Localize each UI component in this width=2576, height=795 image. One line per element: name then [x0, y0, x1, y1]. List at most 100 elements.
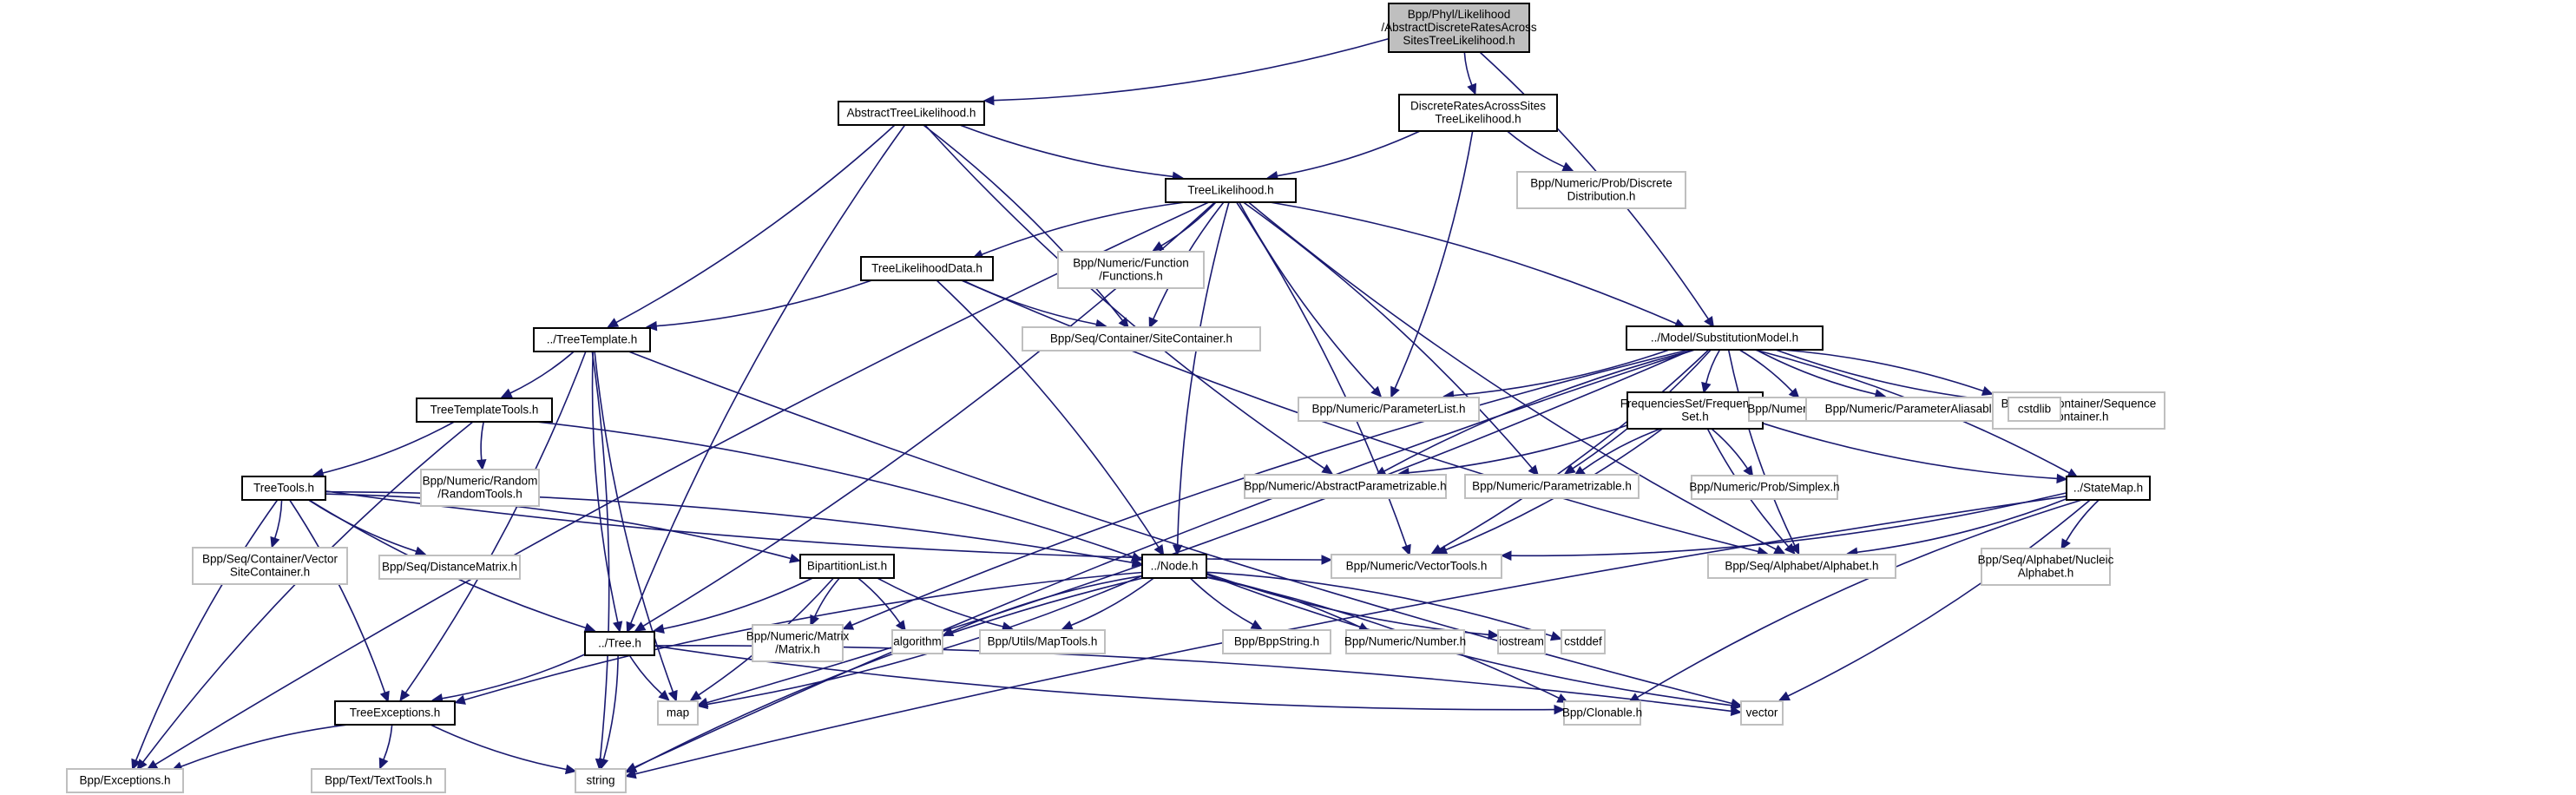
edge-ttools-to-vsc [270, 499, 283, 549]
node-label: SiteContainer.h [230, 566, 310, 579]
edge-ttools-to-exc [131, 499, 279, 771]
edge-atl-to-sc [923, 124, 1129, 329]
arrowhead-icon [626, 621, 636, 634]
node-tl[interactable]: TreeLikelihood.h [1165, 178, 1297, 203]
edge-line [1206, 571, 1553, 637]
arrowhead-icon [378, 757, 389, 770]
node-label: Alphabet.h [2018, 567, 2074, 580]
edge-line [430, 724, 567, 771]
node-tld[interactable]: TreeLikelihoodData.h [860, 256, 994, 281]
edge-line [1756, 349, 1876, 395]
edge-line [289, 499, 386, 693]
arrowhead-icon [842, 620, 855, 630]
node-box [1165, 178, 1297, 203]
node-box [1345, 629, 1465, 654]
edge-node-to-mt [1061, 577, 1154, 630]
node-label: TreeExceptions.h [350, 706, 441, 719]
edge-line [1439, 349, 1710, 550]
arrowhead-icon [1250, 620, 1263, 630]
node-box [1981, 548, 2111, 586]
edge-tl-to-sm [1270, 201, 1686, 328]
edge-line [307, 499, 417, 553]
node-label: Bpp/Numeric/ParameterList.h [1311, 403, 1465, 416]
node-label: Set.h [1681, 411, 1709, 424]
edge-line [1070, 577, 1154, 627]
arrowhead-icon [131, 758, 141, 771]
arrowhead-icon [1370, 385, 1383, 398]
arrowhead-icon [653, 623, 665, 634]
node-label: ../TreeTemplate.h [547, 333, 638, 346]
edge-line [1506, 130, 1565, 168]
edge-tl-to-pz [1243, 201, 1540, 476]
node-clon: Bpp/Clonable.h [1562, 700, 1642, 726]
node-vt: Bpp/Numeric/VectorTools.h [1331, 554, 1502, 579]
edge-line [1239, 201, 1376, 391]
node-pz: Bpp/Numeric/Parametrizable.h [1464, 474, 1640, 499]
edge-line [1243, 201, 1533, 470]
arrowhead-icon [646, 320, 658, 332]
arrowhead-icon [658, 689, 670, 701]
edge-drast-to-tl [1266, 130, 1421, 181]
node-label: /AbstractDiscreteRatesAcross [1381, 21, 1537, 34]
node-box [1331, 554, 1502, 579]
node-root[interactable]: Bpp/Phyl/Likelihood/AbstractDiscreteRate… [1381, 3, 1537, 53]
node-box [1022, 326, 1261, 352]
node-fs[interactable]: FrequenciesSet/FrequenciesSet.h [1620, 391, 1771, 430]
edge-line [634, 349, 1695, 768]
edge-ttools-to-bl [325, 493, 801, 563]
edge-line [634, 577, 1144, 769]
edge-line [1206, 572, 1489, 636]
node-box [1707, 554, 1896, 579]
node-tt[interactable]: ../TreeTemplate.h [533, 327, 651, 352]
edge-line [656, 279, 872, 327]
node-label: Bpp/Numeric/Parametrizable.h [1472, 480, 1632, 493]
node-ios: iostream [1497, 629, 1546, 654]
node-pl: Bpp/Numeric/ParameterList.h [1298, 397, 1480, 422]
arrowhead-icon [1549, 631, 1562, 641]
node-label: iostream [1499, 635, 1544, 648]
node-box [1141, 554, 1207, 579]
node-label: ../StateMap.h [2073, 482, 2143, 495]
node-sm[interactable]: ../Model/SubstitutionModel.h [1626, 325, 1824, 351]
node-box [1497, 629, 1546, 654]
edge-node-to-cstddef [1206, 571, 1562, 641]
arrowhead-icon [1118, 317, 1129, 329]
node-ttt[interactable]: TreeTemplateTools.h [416, 398, 553, 423]
node-atl[interactable]: AbstractTreeLikelihood.h [838, 101, 985, 126]
node-ttools[interactable]: TreeTools.h [241, 476, 326, 501]
node-node[interactable]: ../Node.h [1141, 554, 1207, 579]
node-box [1244, 474, 1447, 499]
arrowhead-icon [1981, 385, 1994, 396]
edge-node-to-te [454, 571, 1143, 705]
node-algo: algorithm [891, 629, 943, 654]
node-bl[interactable]: BipartitionList.h [799, 554, 895, 579]
edge-line [480, 421, 484, 461]
edge-line [924, 124, 1325, 470]
arrowhead-icon [634, 621, 647, 632]
edge-tree-to-map [628, 654, 670, 701]
edge-line [1463, 51, 1473, 86]
node-label: Bpp/Numeric/Number.h [1344, 635, 1466, 648]
node-box [334, 700, 456, 726]
node-fn: Bpp/Numeric/Function/Functions.h [1057, 251, 1205, 289]
arrowhead-icon [379, 690, 390, 703]
edge-line [591, 351, 610, 760]
node-smap[interactable]: ../StateMap.h [2066, 476, 2151, 501]
node-box [1561, 629, 1606, 654]
node-box [1464, 474, 1640, 499]
edge-line [858, 577, 901, 624]
node-box [311, 768, 446, 793]
node-mx: Bpp/Numeric/Matrix/Matrix.h [746, 624, 850, 662]
edge-line [1408, 424, 1628, 474]
node-tree[interactable]: ../Tree.h [584, 631, 655, 656]
edge-fs-to-smap [1762, 422, 2068, 484]
arrowhead-icon [1773, 544, 1786, 555]
node-label: DiscreteRatesAcrossSites [1410, 100, 1546, 113]
node-box [416, 398, 553, 423]
edge-tree-to-clon [654, 645, 1566, 715]
node-alpha: Bpp/Seq/Alphabet/Alphabet.h [1707, 554, 1896, 579]
node-te[interactable]: TreeExceptions.h [334, 700, 456, 726]
edge-line [2065, 499, 2100, 542]
